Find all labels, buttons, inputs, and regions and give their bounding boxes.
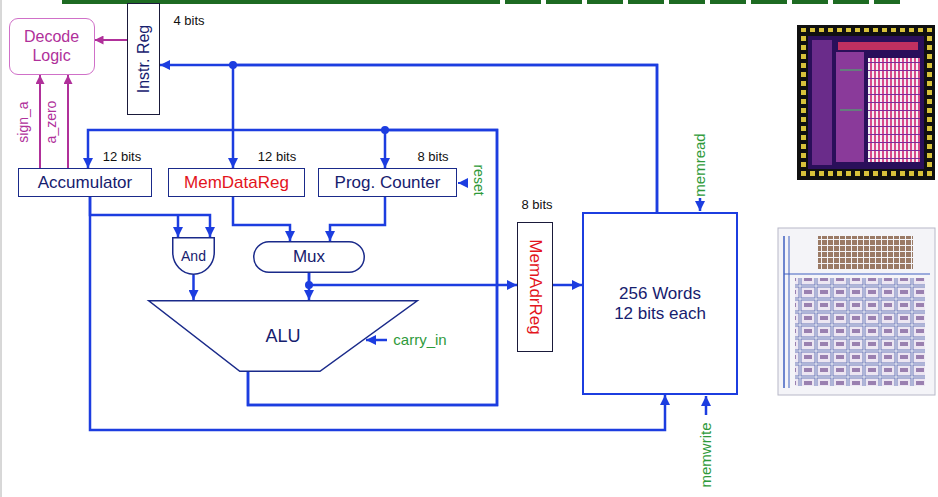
node-text-group: Instr. Reg	[134, 25, 152, 93]
bit-width-label: 12 bits	[103, 150, 141, 164]
register-box: MemDataReg	[168, 168, 305, 197]
memwrite-wire	[705, 396, 708, 415]
register-box: Instr. Reg	[127, 3, 160, 115]
signal-wire	[90, 197, 210, 237]
multiplexer: Mux	[253, 241, 365, 273]
signal-wire	[330, 197, 385, 241]
signal-name: memread	[692, 133, 709, 196]
chip-wire	[789, 236, 790, 388]
carry-in-wire	[366, 339, 387, 342]
chip-frame	[778, 228, 935, 395]
frame-edge	[1, 0, 2, 497]
junction-dot	[229, 61, 237, 69]
node-text-group: Decode Logic	[17, 28, 87, 65]
alu-trapezoid: ALU	[148, 300, 418, 372]
signal-wire	[192, 275, 195, 300]
signal-wire	[553, 284, 582, 287]
node-text-group: And	[181, 248, 206, 264]
reset-wire	[458, 182, 468, 184]
register-box: Accumulator	[18, 168, 152, 197]
signal-wire	[67, 75, 69, 168]
junction-dot	[305, 281, 313, 289]
chip-layout-photo	[778, 228, 935, 395]
signal-wire	[309, 273, 517, 285]
chip-block	[838, 42, 918, 50]
junction-dot	[381, 126, 389, 134]
node-text-group: Mux	[293, 247, 325, 267]
signal-wire	[95, 39, 128, 41]
chip-block	[812, 40, 832, 165]
signal-wire	[233, 197, 290, 241]
node-text-group: MemDataReg	[184, 173, 289, 193]
chip-pads	[800, 28, 932, 177]
register-box: Prog. Counter	[318, 168, 457, 197]
and-gate: And	[172, 237, 215, 275]
node-text: Prog. Counter	[335, 173, 441, 193]
node-text: Accumulator	[38, 173, 132, 193]
memread-wire	[699, 198, 702, 211]
signal-wire	[160, 65, 657, 212]
chip-wire	[783, 236, 785, 388]
register-box: MemAdrReg	[517, 222, 553, 352]
alu-trapezoid-outline	[149, 301, 418, 372]
chip-frame	[797, 25, 935, 180]
signal-name: memwrite	[698, 422, 715, 487]
heading-bar	[505, 0, 900, 4]
multiplexer-outline	[254, 242, 365, 273]
signal-name: a_zero	[44, 100, 59, 143]
logic-block: Decode Logic	[9, 18, 95, 75]
node-text: And	[181, 248, 206, 264]
bit-width-label: 4 bits	[173, 14, 204, 28]
memory-block: 256 Words 12 bits each	[582, 212, 738, 395]
chip-wire	[784, 274, 930, 275]
and-input-wire	[177, 215, 180, 237]
chip-array	[868, 58, 920, 162]
signal-name: carry_in	[393, 332, 446, 349]
node-text: Instr. Reg	[134, 25, 152, 93]
node-text-group: Prog. Counter	[335, 173, 441, 193]
chip-wire	[840, 70, 862, 71]
node-text: Mux	[293, 247, 325, 267]
node-text-group: ALU	[265, 326, 300, 347]
chip-layout-photo	[797, 25, 935, 180]
signal-name: reset	[470, 164, 485, 195]
node-text-group: Accumulator	[38, 173, 132, 193]
chip-array	[818, 236, 913, 270]
signal-wire	[39, 75, 41, 168]
and-gate-outline	[173, 238, 215, 274]
node-text: Decode Logic	[17, 28, 87, 65]
chip-wire	[840, 110, 862, 111]
node-text: ALU	[265, 326, 300, 347]
signal-name: sign_a	[16, 101, 31, 142]
chip-array	[795, 278, 925, 386]
node-text-group: 256 Words 12 bits each	[610, 284, 710, 323]
bit-width-label: 8 bits	[417, 150, 448, 164]
node-text-group: MemAdrReg	[525, 239, 545, 334]
signal-wire	[90, 197, 665, 430]
node-text: MemAdrReg	[525, 239, 545, 334]
chip-block	[836, 52, 864, 162]
chip-core	[808, 36, 924, 169]
node-text: 256 Words 12 bits each	[610, 284, 710, 323]
node-text: MemDataReg	[184, 173, 289, 193]
bit-width-label: 8 bits	[521, 198, 552, 212]
bit-width-label: 12 bits	[258, 150, 296, 164]
